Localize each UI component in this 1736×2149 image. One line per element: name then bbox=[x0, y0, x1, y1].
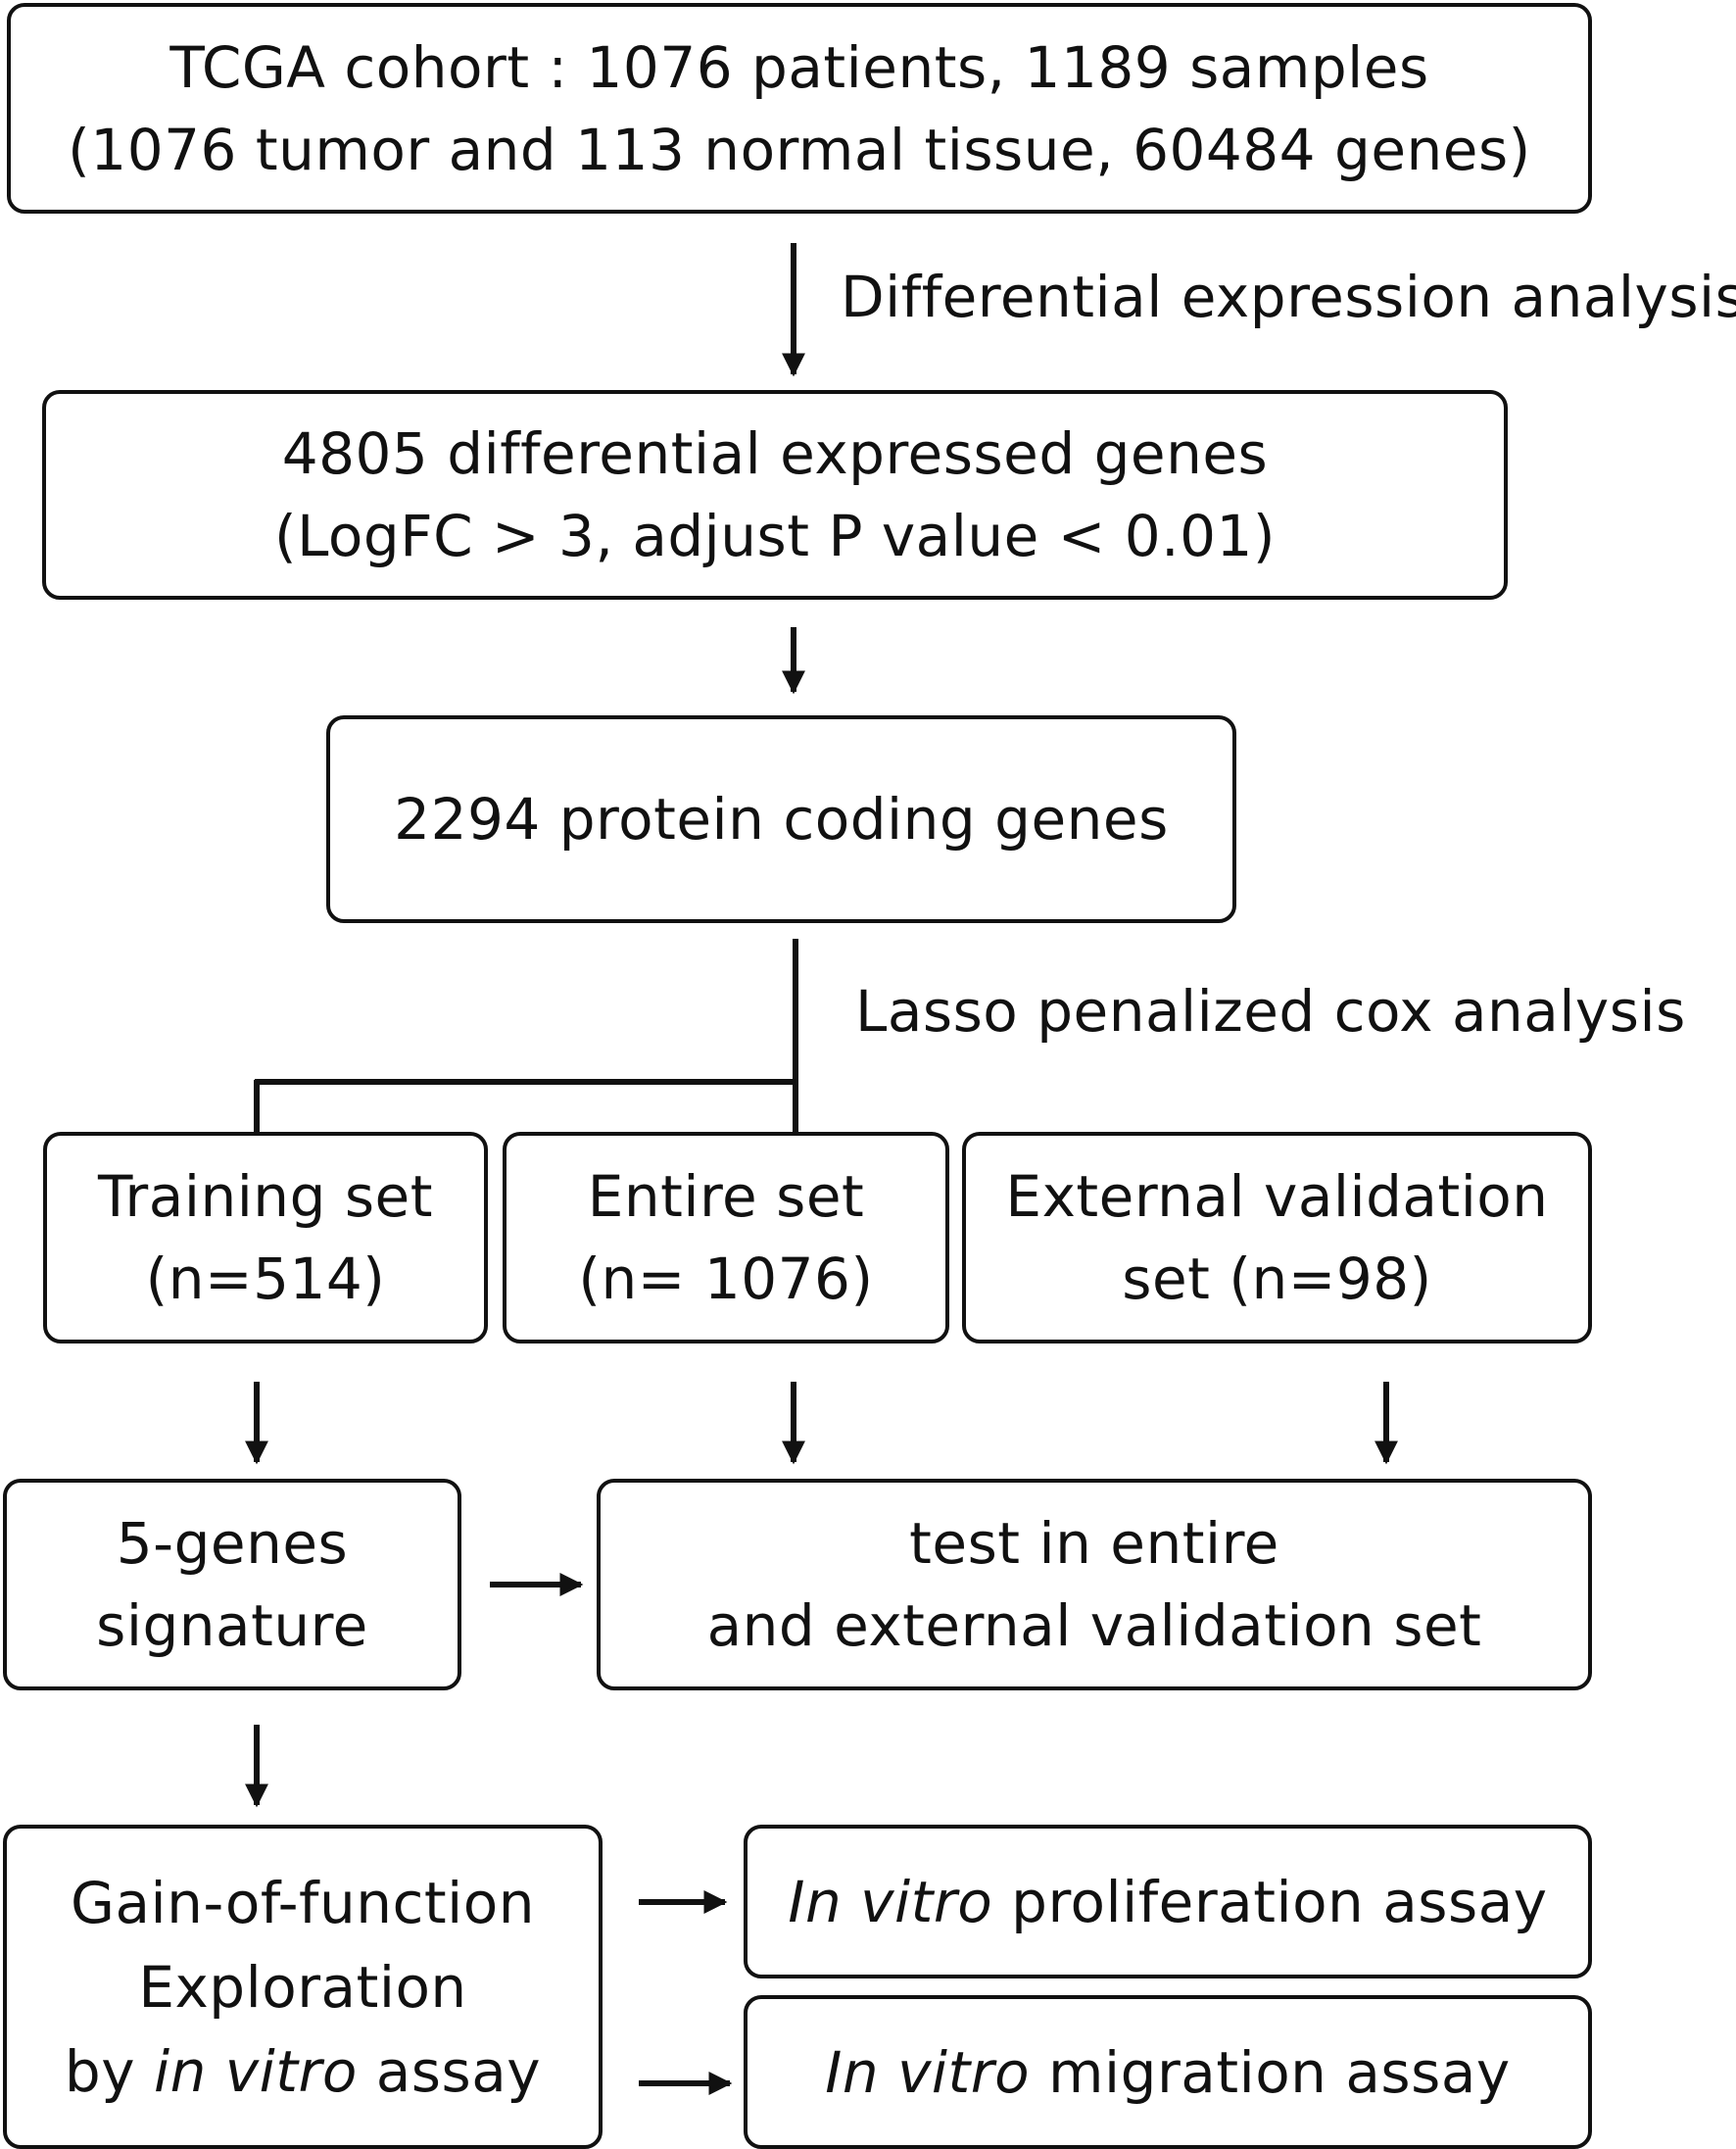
entire-set-line2: (n= 1076) bbox=[578, 1245, 874, 1312]
deg-box: 4805 differential expressed genes (LogFC… bbox=[42, 390, 1508, 600]
protein-coding-box: 2294 protein coding genes bbox=[326, 715, 1236, 923]
external-validation-line2: set (n=98) bbox=[1122, 1245, 1432, 1312]
training-set-box: Training set (n=514) bbox=[43, 1132, 488, 1343]
entire-set-box: Entire set (n= 1076) bbox=[503, 1132, 949, 1343]
tcga-cohort-line2: (1076 tumor and 113 normal tissue, 60484… bbox=[68, 116, 1531, 183]
proliferation-assay-label: In vitro proliferation assay bbox=[788, 1861, 1547, 1943]
lasso-analysis-label: Lasso penalized cox analysis bbox=[855, 978, 1686, 1045]
five-gene-signature-line2: signature bbox=[96, 1592, 368, 1659]
gain-of-function-line3-post: assay bbox=[357, 2037, 542, 2105]
protein-coding-line1: 2294 protein coding genes bbox=[394, 786, 1169, 853]
test-validation-line1: test in entire bbox=[909, 1510, 1279, 1577]
test-validation-box: test in entire and external validation s… bbox=[597, 1479, 1592, 1690]
gain-of-function-line1: Gain-of-function bbox=[71, 1869, 535, 1936]
gain-of-function-line3-em: in vitro bbox=[153, 2037, 358, 2105]
training-set-line2: (n=514) bbox=[145, 1245, 386, 1312]
proliferation-assay-text: proliferation assay bbox=[992, 1868, 1548, 1935]
deg-line2: (LogFC > 3, adjust P value < 0.01) bbox=[273, 503, 1277, 569]
migration-assay-label: In vitro migration assay bbox=[825, 2031, 1510, 2114]
gain-of-function-line3-pre: by bbox=[64, 2037, 154, 2105]
gain-of-function-line2: Exploration bbox=[138, 1953, 467, 2021]
deg-line1: 4805 differential expressed genes bbox=[281, 420, 1269, 487]
migration-assay-em: In vitro bbox=[825, 2038, 1031, 2106]
gain-of-function-line3: by in vitro assay bbox=[65, 2029, 541, 2114]
test-validation-line2: and external validation set bbox=[706, 1592, 1482, 1659]
external-validation-line1: External validation bbox=[1005, 1163, 1549, 1230]
tcga-cohort-box: TCGA cohort : 1076 patients, 1189 sample… bbox=[7, 3, 1592, 214]
five-gene-signature-box: 5-genes signature bbox=[3, 1479, 461, 1690]
tcga-cohort-line1: TCGA cohort : 1076 patients, 1189 sample… bbox=[169, 33, 1429, 101]
entire-set-line1: Entire set bbox=[587, 1163, 865, 1230]
migration-assay-text: migration assay bbox=[1030, 2038, 1511, 2106]
training-set-line1: Training set bbox=[98, 1163, 433, 1230]
differential-expression-label: Differential expression analysis bbox=[841, 264, 1736, 330]
five-gene-signature-line1: 5-genes bbox=[116, 1510, 349, 1577]
external-validation-box: External validation set (n=98) bbox=[962, 1132, 1592, 1343]
migration-assay-box: In vitro migration assay bbox=[744, 1995, 1592, 2149]
gain-of-function-box: Gain-of-function Exploration by in vitro… bbox=[3, 1825, 603, 2149]
proliferation-assay-box: In vitro proliferation assay bbox=[744, 1825, 1592, 1978]
proliferation-assay-em: In vitro bbox=[788, 1868, 993, 1935]
